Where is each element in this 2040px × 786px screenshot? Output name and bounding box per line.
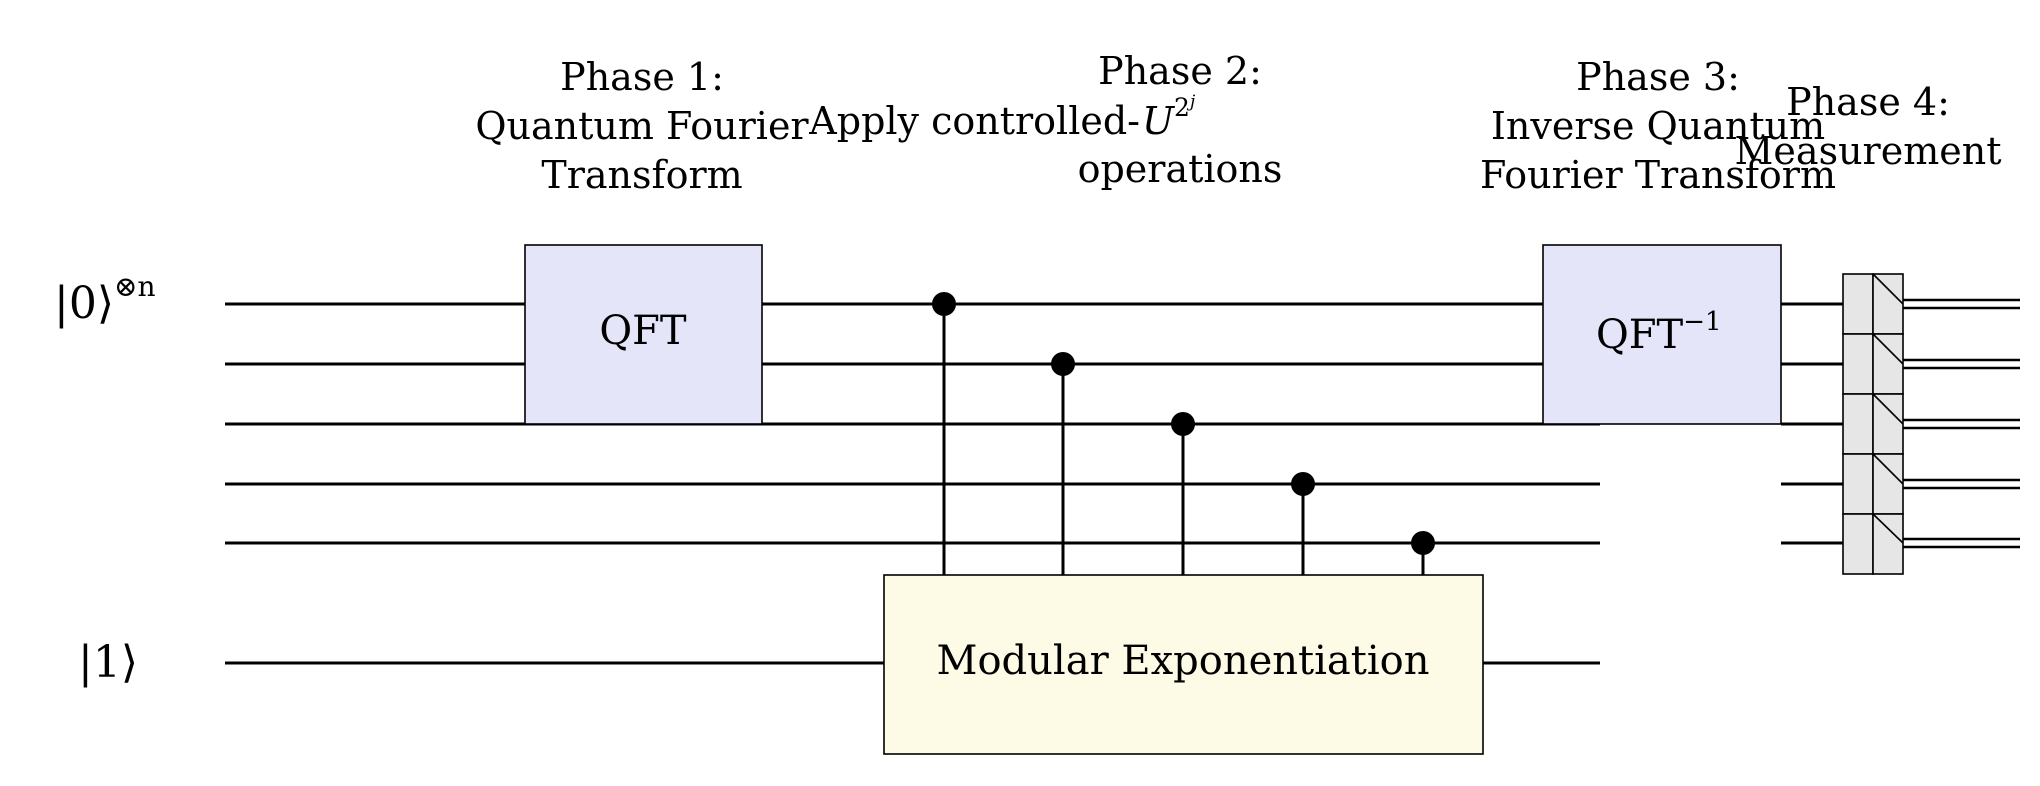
phase-2-title: Phase 2: Apply controlled- U2j operation… [808, 49, 1282, 191]
classical-wires [1900, 298, 2020, 549]
phase-3-line-3: Fourier Transform [1480, 153, 1836, 197]
meter-1 [1842, 333, 1904, 395]
phase-1-line-2: Quantum Fourier [475, 104, 809, 148]
qft-gate: QFT [524, 244, 763, 425]
control-dot-4 [1411, 531, 1435, 555]
phase-2-line-2: Apply controlled- [808, 99, 1140, 143]
control-dot-0 [932, 292, 956, 316]
phase-4-line-2: Measurement [1735, 129, 2002, 173]
phase-1-line-1: Phase 1: [560, 55, 724, 99]
counting-register-label: |0⟩⊗n [54, 270, 155, 329]
control-dot-3 [1291, 472, 1315, 496]
phase-1-title: Phase 1: Quantum Fourier Transform [475, 55, 809, 197]
phase-2-line-1: Phase 2: [1098, 49, 1262, 93]
work-register-label: |1⟩ [78, 637, 138, 688]
phase-3-line-1: Phase 3: [1576, 55, 1740, 99]
meter-3 [1842, 453, 1904, 515]
modexp-box [883, 574, 1484, 755]
control-dot-1 [1051, 352, 1075, 376]
meter-4 [1842, 513, 1904, 575]
phase-4-title: Phase 4: Measurement [1735, 80, 2002, 173]
meter-0 [1842, 273, 1904, 335]
counting-wires [225, 302, 1843, 545]
meter-2 [1842, 393, 1904, 455]
qft-inverse-gate: QFT−1 [1542, 244, 1782, 425]
control-dot-2 [1171, 412, 1195, 436]
phase-2-math-base: U [1142, 99, 1176, 143]
qft-box [524, 244, 763, 425]
control-dots [932, 292, 1435, 555]
modular-exponentiation-gate: Modular Exponentiation [883, 574, 1484, 755]
qft-inverse-sup: −1 [1683, 307, 1721, 337]
qft-inverse-label: QFT−1 [1596, 307, 1722, 358]
phase-2-math-sup-base: 2 [1174, 93, 1190, 122]
phase-2-math: U2j [1142, 92, 1196, 143]
phase-4-line-1: Phase 4: [1786, 80, 1950, 124]
phase-3-title: Phase 3: Inverse Quantum Fourier Transfo… [1480, 55, 1836, 197]
phase-1-line-3: Transform [541, 153, 742, 197]
qft-label: QFT [599, 308, 687, 354]
qft-inverse-box [1542, 244, 1782, 425]
modexp-label: Modular Exponentiation [937, 638, 1430, 684]
phase-2-line-3: operations [1078, 147, 1283, 191]
counting-register-sup: ⊗n [114, 270, 156, 303]
phase-3-line-2: Inverse Quantum [1491, 104, 1825, 148]
control-lines [942, 304, 1425, 575]
measurement-meters [1842, 273, 1904, 575]
qft-inverse-base: QFT [1596, 312, 1684, 358]
phase-2-math-sup-exp: j [1186, 92, 1196, 112]
